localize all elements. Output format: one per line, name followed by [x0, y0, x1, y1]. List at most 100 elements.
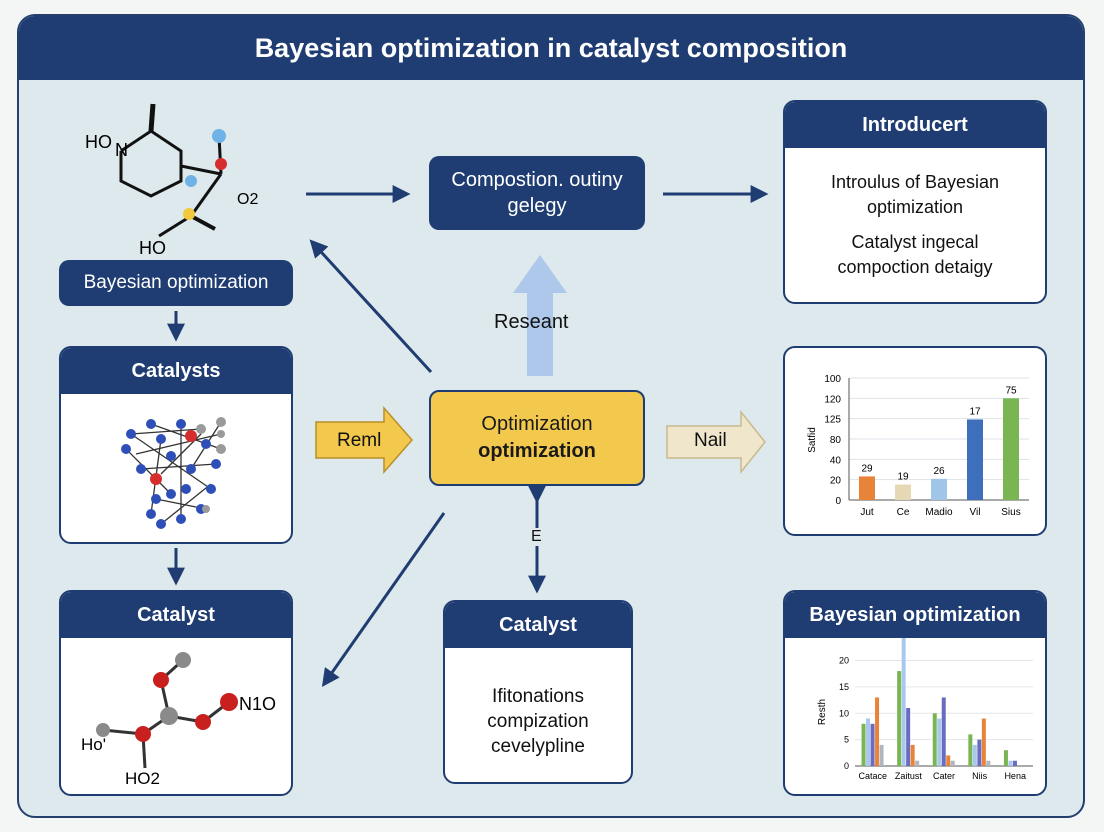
chart2-ytick-label: 15 [839, 682, 849, 692]
chart2-ytick-label: 10 [839, 708, 849, 718]
chart2-bar [1008, 760, 1013, 766]
intro-card: Introducert Introulus of Bayesian optimi… [783, 100, 1047, 304]
chart2-xtick-label: Zaitust [895, 771, 923, 781]
catalyst-bottom-line1: Ifitonations [492, 686, 584, 707]
chart2-ylabel: Resth [817, 699, 828, 725]
chart2-bar [968, 734, 973, 766]
nail-label: Nail [694, 430, 727, 451]
chart1-ylabel: Satfid [807, 427, 818, 453]
chart1-ytick-label: 80 [830, 435, 842, 446]
reml-label: Reml [337, 430, 382, 451]
chart1-data-label: 75 [1005, 385, 1017, 396]
page-title: Bayesian optimization in catalyst compos… [254, 32, 848, 63]
catalyst-bottom-line3: cevelypline [491, 736, 585, 757]
diagram-frame: Bayesian optimization in catalyst compos… [17, 14, 1085, 818]
chart2-bar [977, 739, 982, 766]
molecule-top: HO N O2 HO [85, 103, 258, 256]
molecule-label-ho-n: HO [85, 132, 112, 152]
chart1-bar [931, 478, 947, 500]
chart1-data-label: 19 [897, 472, 909, 483]
catalysts-card-title: Catalysts [61, 348, 291, 394]
composition-line2: gelegy [507, 195, 567, 217]
chart1-data-label: 26 [933, 466, 945, 477]
reseant-label: Reseant [494, 311, 569, 333]
intro-line3: Catalyst ingecal [851, 232, 979, 252]
intro-line1: Introulus of Bayesian [830, 172, 1000, 192]
catalyst-left-card: Catalyst N1O Ho' HO2 [59, 590, 293, 796]
chart2-bar [941, 697, 946, 766]
chart2-bar [932, 713, 937, 766]
intro-card-title: Introducert [785, 102, 1045, 148]
arrow-center-to-catalyst-left [321, 512, 446, 687]
chart1-data-label: 29 [861, 463, 873, 474]
catalysts-card: Catalysts [59, 346, 293, 544]
chart2-bar [906, 708, 911, 766]
chart2-xtick-label: Hena [1004, 771, 1026, 781]
catalyst-bottom-line2: compization [487, 711, 589, 732]
chart1-xtick-label: Ce [897, 507, 910, 518]
arrow-center-to-molecule [309, 239, 433, 374]
arrow-nail-shape [666, 409, 766, 475]
chart1-ytick-label: 0 [835, 496, 841, 507]
arrow-up-light [513, 255, 567, 376]
bayesian-pill-label: Bayesian optimization [83, 272, 269, 293]
chart1-ytick-label: 125 [824, 415, 841, 426]
chart1-bar [859, 476, 875, 500]
chart2-xtick-label: Cater [933, 771, 955, 781]
optimization-line2: optimization [478, 440, 596, 462]
chart2-bar [879, 744, 884, 766]
chart2-bar [972, 744, 977, 766]
vertical-arrow-label: E [531, 528, 542, 546]
chart2-bar [870, 723, 875, 766]
molecule-label-o2: O2 [237, 191, 258, 208]
chart2-bar [910, 744, 915, 766]
optimization-line1: Optimization [481, 413, 593, 435]
chart2-bar [1003, 750, 1008, 766]
chart1-xtick-label: Jut [860, 507, 874, 518]
chart1-bar [967, 419, 983, 500]
catalyst-label-h: Ho' [81, 735, 106, 754]
cluster-image [121, 417, 226, 529]
chart2-ytick-label: 0 [844, 761, 849, 771]
chart2-bar [986, 760, 991, 766]
intro-line4: compoction detaigy [837, 257, 993, 277]
chart1-ytick-label: 20 [830, 476, 842, 487]
composition-line1: Compostion. outiny [451, 169, 623, 191]
chart1-bar [1003, 398, 1019, 500]
bayesian-optimization-pill: Bayesian optimization [59, 260, 293, 306]
chart2-bar [950, 760, 955, 766]
chart1-ytick-label: 40 [830, 455, 842, 466]
bayes-chart-card-title: Bayesian optimization [785, 592, 1045, 638]
chart1-ytick-label: 120 [824, 394, 841, 405]
catalyst-left-card-title: Catalyst [61, 592, 291, 638]
chart2-bar [897, 671, 902, 766]
chart2-bar [946, 755, 951, 766]
chart2-xtick-label: Catace [859, 771, 888, 781]
catalyst-label-ho2: HO2 [125, 769, 160, 788]
intro-line2: optimization [866, 197, 964, 217]
chart2-bar [901, 628, 906, 766]
molecule-label-ho: HO [139, 238, 166, 256]
chart1-data-label: 17 [969, 406, 981, 417]
chart2-ytick-label: 5 [844, 735, 849, 745]
chart2-bar [1012, 760, 1017, 766]
chart1-xtick-label: Madio [925, 507, 953, 518]
optimization-center-box: Optimization optimization [429, 390, 645, 486]
chart2-bar [915, 760, 920, 766]
catalyst-label-n1o: N1O [239, 694, 276, 714]
chart1-xtick-label: Sius [1001, 507, 1020, 518]
chart2-bar [981, 718, 986, 766]
chart2-bar [937, 718, 942, 766]
chart1-ytick-label: 100 [824, 374, 841, 385]
composition-box: Compostion. outiny gelegy [429, 156, 645, 230]
catalyst-molecule: N1O Ho' HO2 [81, 652, 276, 788]
chart1-bar [895, 484, 911, 500]
title-bar: Bayesian optimization in catalyst compos… [19, 16, 1083, 80]
chart2-xtick-label: Niis [972, 771, 987, 781]
chart2-bar [866, 718, 871, 766]
chart1-xtick-label: Vil [970, 507, 981, 518]
chart2-bar [875, 697, 880, 766]
